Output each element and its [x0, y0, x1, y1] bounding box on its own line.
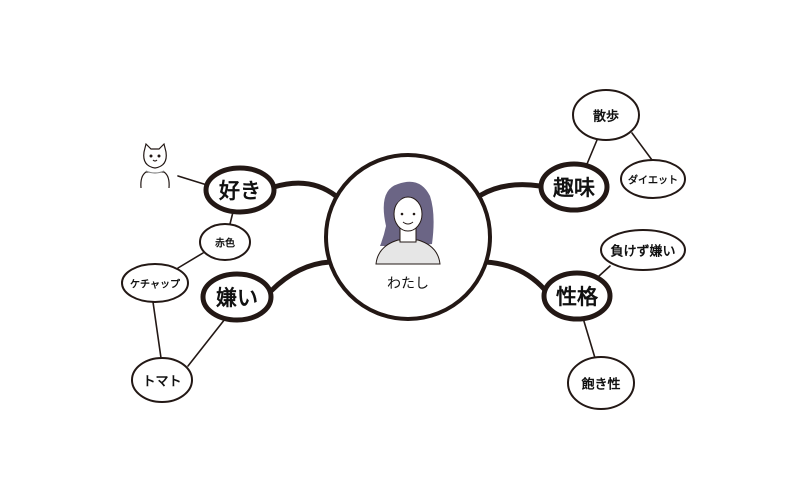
node-ketchup[interactable]	[121, 263, 189, 303]
connector-hobby	[478, 182, 543, 198]
center-label: わたし	[387, 276, 429, 292]
personality-label: 性格	[556, 285, 598, 309]
node-competitive[interactable]	[600, 229, 686, 271]
node-dislike[interactable]	[200, 271, 274, 323]
link-red-ketchup	[177, 252, 204, 269]
tomato-label: トマト	[142, 374, 182, 390]
connector-personality	[482, 259, 548, 293]
fickle-label: 飽き性	[581, 377, 621, 393]
link-ketchup-tomato	[152, 301, 162, 359]
walk-label: 散歩	[592, 109, 620, 125]
like-label: 好き	[219, 179, 261, 203]
node-fickle[interactable]	[567, 356, 635, 410]
node-walk[interactable]	[572, 89, 640, 141]
connector-dislike	[268, 259, 333, 294]
link-dislike-tomato	[187, 318, 226, 367]
link-walk-hobby	[586, 139, 598, 165]
node-like[interactable]	[203, 165, 277, 215]
node-hobby[interactable]	[538, 161, 610, 213]
red-label: 赤色	[215, 238, 235, 250]
ketchup-label: ケチャップ	[130, 279, 180, 291]
node-diet[interactable]	[620, 159, 686, 199]
node-tomato[interactable]	[131, 357, 193, 403]
competitive-label: 負けず嫌い	[610, 244, 676, 260]
link-competitive-personality	[598, 265, 611, 277]
link-walk-diet	[631, 132, 653, 161]
dog-icon	[140, 142, 170, 189]
link-personality-fickle	[582, 317, 596, 359]
node-red[interactable]	[199, 223, 251, 261]
connector-like	[271, 180, 339, 199]
diet-label: ダイエット	[628, 175, 678, 187]
person-avatar-icon	[375, 181, 441, 265]
link-dog-like	[177, 175, 208, 186]
node-personality[interactable]	[541, 270, 613, 322]
dislike-label: 嫌い	[216, 286, 258, 310]
hobby-label: 趣味	[553, 176, 595, 200]
